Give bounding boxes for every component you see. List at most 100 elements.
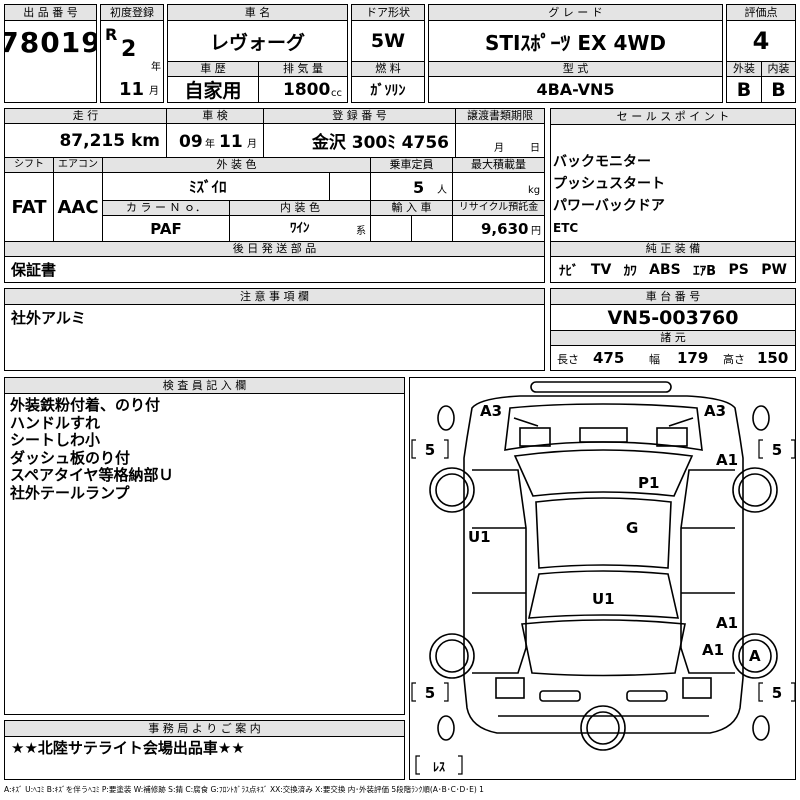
interior-grade-cell: B bbox=[761, 76, 796, 103]
office-notice: ★★北陸サテライト会場出品車★★ bbox=[11, 739, 245, 757]
equipment-cell: ﾅﾋﾞ TV ｶﾜ ABS ｴｱB PS PW bbox=[550, 256, 796, 283]
grade-cell: STIｽﾎﾟｰﾂ EX 4WD bbox=[428, 20, 723, 62]
grade-label: グ レ ー ド bbox=[428, 4, 723, 21]
color-number-cell: PAF bbox=[102, 215, 230, 242]
transfer-month-unit: 月 bbox=[494, 143, 504, 154]
shift-cell: FAT bbox=[4, 172, 54, 242]
inspection-cell: 09 年 11 月 bbox=[166, 123, 264, 158]
aircon: AAC bbox=[57, 196, 99, 218]
registration-month: 11 bbox=[119, 79, 145, 100]
lot-number: 78019 bbox=[4, 26, 97, 59]
plate-number: 金沢 300ﾐ 4756 bbox=[311, 133, 449, 153]
height: 150 bbox=[757, 349, 789, 367]
mileage-label: 走 行 bbox=[4, 108, 167, 124]
capacity-unit: 人 bbox=[437, 185, 447, 196]
max-load-unit: kg bbox=[528, 185, 541, 196]
specs-cell: 長さ 475 幅 179 高さ 150 bbox=[550, 345, 796, 371]
sales-points-label: セ ー ル ス ポ イ ン ト bbox=[550, 108, 796, 125]
length-label: 長さ bbox=[557, 353, 579, 366]
aircon-cell: AAC bbox=[53, 172, 103, 242]
car-name-cell: レヴォーグ bbox=[167, 20, 348, 62]
mileage-cell: 87,215 km bbox=[4, 123, 167, 158]
recycle-unit: 円 bbox=[531, 226, 541, 237]
history-label: 車 歴 bbox=[167, 61, 259, 77]
score: 4 bbox=[752, 27, 770, 55]
history-cell: 自家用 bbox=[167, 76, 259, 103]
lot-number-blank bbox=[4, 63, 97, 103]
damage-mark: A1 bbox=[716, 451, 738, 469]
exterior-color-cell: ﾐｽﾞｲﾛ bbox=[102, 172, 330, 201]
office-notice-label: 事 務 局 よ り ご 案 内 bbox=[4, 720, 405, 737]
first-registration-cell: R 2 年 11 月 bbox=[100, 20, 164, 103]
shift-label: シフト bbox=[4, 157, 54, 173]
interior-color: ﾜｲﾝ bbox=[290, 221, 310, 236]
later-parts-cell: 保証書 bbox=[4, 256, 545, 283]
capacity: 5 bbox=[413, 178, 425, 197]
displacement-cell: 1800 cc bbox=[258, 76, 348, 103]
exterior-grade-cell: B bbox=[726, 76, 762, 103]
exterior-color: ﾐｽﾞｲﾛ bbox=[189, 178, 227, 196]
mileage: 87,215 km bbox=[59, 130, 160, 151]
interior-grade: B bbox=[771, 78, 786, 101]
inspection-year: 09 bbox=[179, 132, 203, 152]
interior-color-unit: 系 bbox=[356, 226, 366, 237]
max-load-label: 最大積載量 bbox=[452, 157, 545, 173]
office-notice-cell: ★★北陸サテライト会場出品車★★ bbox=[4, 736, 405, 780]
chassis-number: VN5-003760 bbox=[607, 306, 739, 329]
era: R bbox=[105, 25, 118, 44]
equipment-ps: PS bbox=[728, 261, 749, 278]
interior-grade-label: 内装 bbox=[761, 61, 796, 77]
model-label: 型 式 bbox=[428, 61, 723, 77]
interior-color-cell: ﾜｲﾝ 系 bbox=[229, 215, 371, 242]
score-cell: 4 bbox=[726, 20, 796, 62]
first-registration-label: 初度登録 bbox=[100, 4, 164, 21]
inspection-month: 11 bbox=[219, 132, 243, 152]
caution: 社外アルミ bbox=[11, 309, 86, 327]
model: 4BA-VN5 bbox=[536, 80, 615, 99]
damage-mark: A3 bbox=[704, 402, 726, 420]
damage-mark: U1 bbox=[592, 590, 615, 608]
legend: A:ｷｽﾞ U:ﾍｺﾐ B:ｷｽﾞを伴うﾍｺﾐ P:要塗装 W:補修跡 S:錆 … bbox=[4, 785, 484, 794]
specs-label: 諸 元 bbox=[550, 330, 796, 346]
caution-cell: 社外アルミ bbox=[4, 304, 545, 371]
sales-point: パワーバックドア bbox=[553, 198, 665, 214]
door-type-label: ドア形状 bbox=[351, 4, 425, 21]
capacity-cell: 5 人 bbox=[370, 172, 453, 201]
fuel-cell: ｶﾞｿﾘﾝ bbox=[351, 76, 425, 103]
inspection-year-unit: 年 bbox=[205, 139, 215, 150]
length: 475 bbox=[593, 349, 625, 367]
caution-label: 注 意 事 項 欄 bbox=[4, 288, 545, 305]
inspector-note: シートしわ小 bbox=[10, 431, 101, 449]
equipment-navi: ﾅﾋﾞ bbox=[559, 264, 579, 279]
sales-point: バックモニター bbox=[553, 154, 651, 170]
transfer-day-unit: 日 bbox=[530, 143, 540, 154]
later-parts: 保証書 bbox=[11, 261, 57, 279]
recycle-cell: 9,630 円 bbox=[452, 215, 545, 242]
grade: STIｽﾎﾟｰﾂ EX 4WD bbox=[484, 30, 667, 55]
inspection-month-unit: 月 bbox=[247, 139, 257, 150]
displacement-unit: cc bbox=[331, 88, 342, 99]
door-type-cell: 5W bbox=[351, 20, 425, 62]
score-label: 評価点 bbox=[726, 4, 796, 21]
plate-cell: 金沢 300ﾐ 4756 bbox=[263, 123, 456, 158]
inspector-notes-label: 検 査 員 記 入 欄 bbox=[4, 377, 405, 394]
transfer-deadline-label: 譲渡書類期限 bbox=[455, 108, 545, 124]
aircon-label: エアコン bbox=[53, 157, 103, 173]
car-name: レヴォーグ bbox=[209, 31, 305, 54]
transfer-deadline-cell: 月 日 bbox=[455, 123, 545, 158]
tire-tread-fr: 5 bbox=[772, 441, 782, 459]
equipment-leather: ｶﾜ bbox=[623, 264, 637, 279]
damage-mark: G bbox=[626, 519, 638, 537]
damage-mark: A1 bbox=[702, 641, 724, 659]
displacement-label: 排 気 量 bbox=[258, 61, 348, 77]
plate-label: 登 録 番 号 bbox=[263, 108, 456, 124]
tire-tread-rr: 5 bbox=[772, 684, 782, 702]
year-unit: 年 bbox=[151, 62, 161, 73]
wheel-icon bbox=[429, 405, 778, 751]
width: 179 bbox=[677, 349, 709, 367]
chassis-label: 車 台 番 号 bbox=[550, 288, 796, 305]
inspector-note: ダッシュ板のり付 bbox=[10, 448, 131, 467]
equipment-label: 純 正 装 備 bbox=[550, 241, 796, 257]
inspector-note: スペアタイヤ等格納部Ｕ bbox=[10, 466, 174, 484]
